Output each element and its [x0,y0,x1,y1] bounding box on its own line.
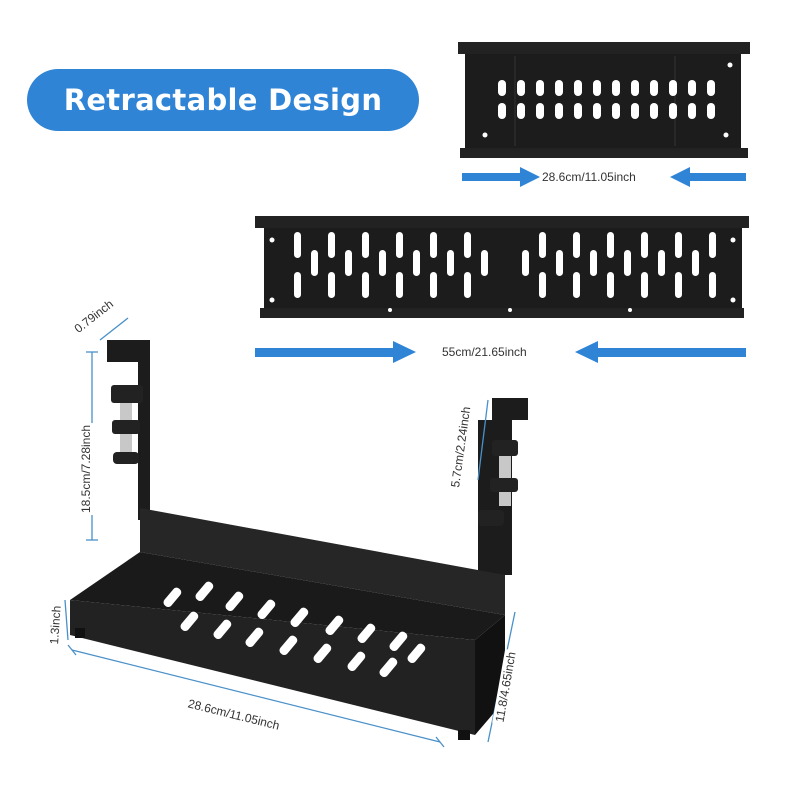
collapsed-dimension-arrows [462,167,746,187]
tray-with-clamps-image [70,340,528,740]
tray-width-line [71,649,441,743]
clamp-thickness-line [99,317,129,341]
clamp-range-line [477,399,489,481]
extended-width-label: 55cm/21.65inch [440,345,529,359]
extended-tray-image [255,216,749,318]
retractable-design-banner: Retractable Design [27,69,419,131]
tray-height-line [64,599,69,641]
collapsed-tray-image [458,42,750,158]
tray-height-label: 1.3inch [46,603,64,647]
total-height-label: 18.5cm/7.28inch [79,422,94,516]
extended-dimension-arrows [255,341,746,363]
banner-title: Retractable Design [63,83,383,117]
collapsed-width-label: 28.6cm/11.05inch [540,170,638,184]
